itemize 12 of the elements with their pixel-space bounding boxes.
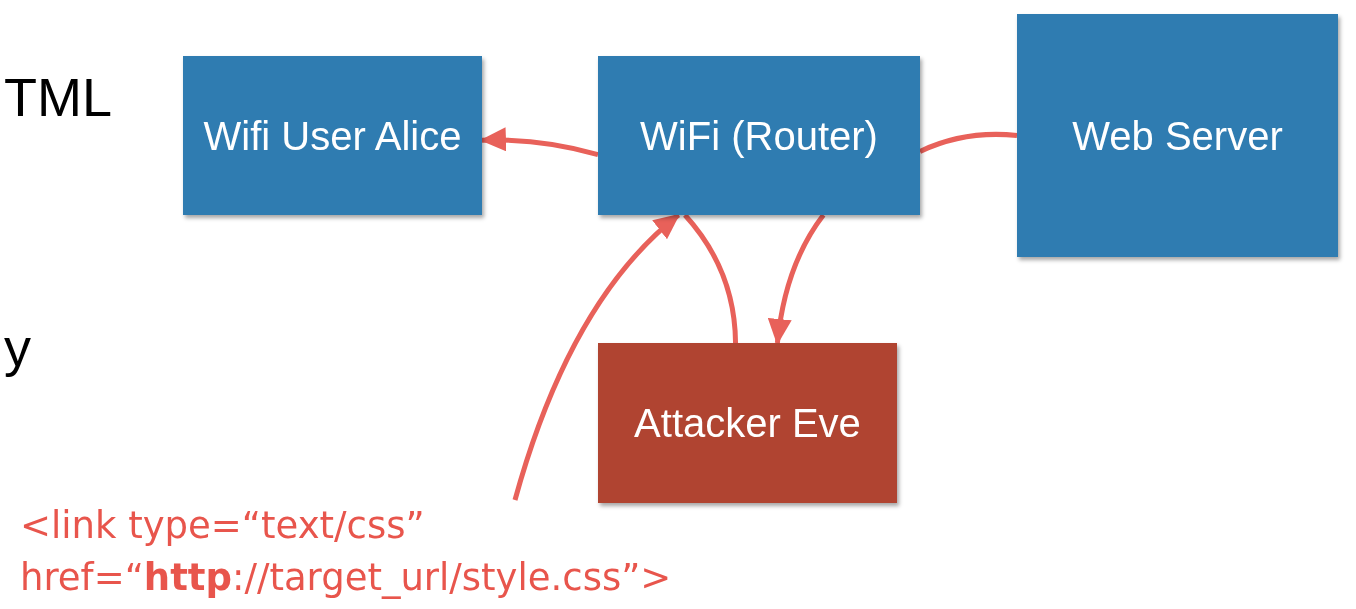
box-label: Attacker Eve bbox=[634, 400, 861, 447]
box-label: Wifi User Alice bbox=[203, 112, 462, 160]
process-box bbox=[1017, 14, 1338, 257]
slide-text-fragment: TML bbox=[4, 70, 112, 124]
arrow bbox=[768, 213, 826, 345]
process-box bbox=[183, 56, 482, 215]
code-snippet: <link type=“text/css” href=“http://target_url/style.css”> bbox=[20, 500, 920, 604]
box-label: WiFi (Router) bbox=[640, 112, 878, 160]
arrow bbox=[512, 213, 681, 501]
process-box bbox=[598, 56, 920, 215]
box-label: Web Server bbox=[1072, 112, 1283, 160]
attacker-box bbox=[598, 343, 897, 503]
